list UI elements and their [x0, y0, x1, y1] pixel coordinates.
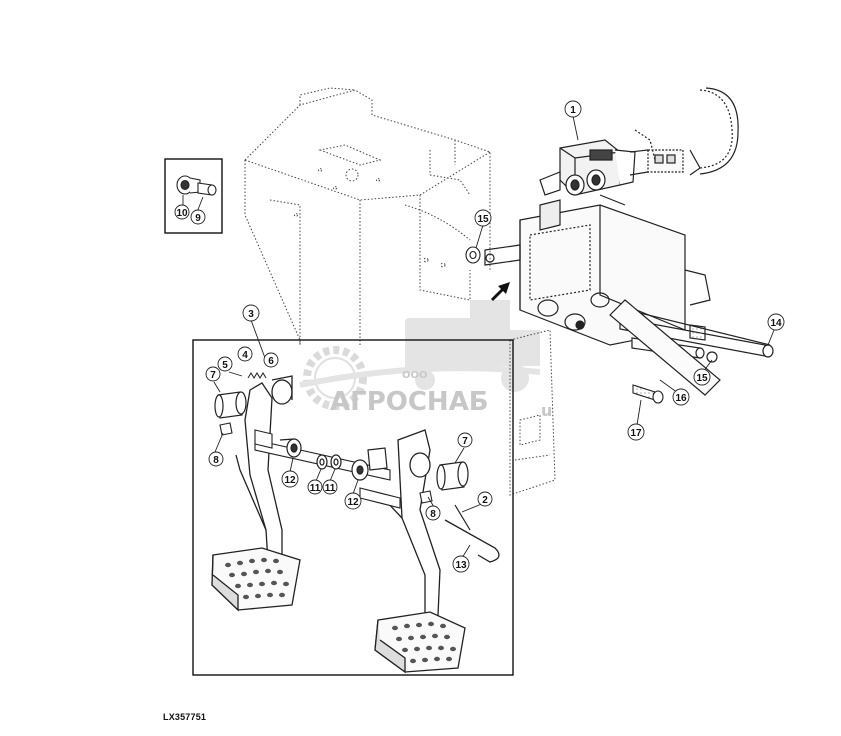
part-9-spacer — [197, 182, 217, 196]
svg-text:10: 10 — [176, 208, 188, 219]
svg-text:9: 9 — [195, 213, 201, 224]
callout-13: 13 — [452, 555, 470, 573]
part-6-spring — [247, 372, 267, 379]
part-2-pin — [454, 504, 471, 531]
figure-id: LX357751 — [163, 712, 207, 722]
agrosnab-watermark: ООО АГРОСНАБ u — [299, 300, 552, 420]
part-12-bushing-left — [279, 438, 302, 458]
direction-arrow-icon — [490, 282, 510, 302]
callout-11-b: 11 — [322, 479, 338, 495]
callout-2: 2 — [477, 491, 493, 507]
callout-9: 9 — [190, 209, 206, 225]
wire-harness — [629, 87, 739, 176]
part-17-bolt — [632, 384, 664, 404]
watermark-name: АГРОСНАБ — [330, 387, 489, 417]
part-11-washer-a — [316, 454, 328, 470]
part-13-clip — [444, 519, 500, 563]
svg-text:12: 12 — [347, 497, 359, 508]
svg-text:11: 11 — [325, 483, 336, 494]
callout-1: 1 — [564, 100, 582, 118]
svg-text:12: 12 — [284, 475, 296, 486]
part-7-bushing-left — [214, 391, 247, 419]
svg-text:13: 13 — [455, 560, 467, 571]
callout-15-right: 15 — [693, 368, 711, 386]
svg-text:11: 11 — [310, 483, 321, 494]
callout-10: 10 — [174, 204, 190, 220]
left-brake-pedal — [211, 375, 301, 612]
callout-6: 6 — [263, 352, 279, 368]
svg-text:3: 3 — [248, 309, 254, 320]
callout-12-left: 12 — [281, 470, 299, 488]
part-12-bushing-right — [351, 447, 388, 481]
svg-text:15: 15 — [696, 373, 708, 384]
callout-14: 14 — [767, 313, 785, 331]
callout-5: 5 — [217, 356, 233, 372]
pedestal-frame — [244, 87, 556, 496]
callout-17: 17 — [627, 423, 645, 441]
part-8-nut-right — [419, 490, 433, 504]
callout-3: 3 — [242, 304, 260, 322]
callout-8-right: 8 — [425, 505, 441, 521]
part-11-washer-b — [330, 454, 342, 470]
callout-12-right: 12 — [344, 492, 362, 510]
watermark-suffix: u — [541, 401, 552, 420]
right-brake-pedal — [374, 429, 466, 674]
callout-7-right: 7 — [457, 432, 473, 448]
callout-11-a: 11 — [307, 479, 323, 495]
svg-text:8: 8 — [430, 509, 436, 520]
watermark-prefix: ООО — [402, 370, 428, 381]
part-16-plate — [609, 299, 721, 396]
svg-text:2: 2 — [482, 495, 488, 506]
svg-text:1: 1 — [570, 105, 576, 116]
svg-text:15: 15 — [477, 214, 489, 225]
svg-text:8: 8 — [213, 455, 219, 466]
callout-8-left: 8 — [208, 451, 224, 467]
callout-7-left: 7 — [205, 366, 221, 382]
part-15-nut — [465, 246, 481, 264]
callout-labels: 1 15 14 15 16 17 3 10 9 5 4 6 7 7 8 8 12… — [174, 100, 785, 573]
svg-text:16: 16 — [675, 393, 687, 404]
svg-text:17: 17 — [630, 428, 642, 439]
callout-4: 4 — [237, 346, 253, 362]
valve-assembly — [484, 199, 711, 346]
callout-15-top: 15 — [474, 209, 492, 227]
svg-text:5: 5 — [222, 360, 228, 371]
svg-text:7: 7 — [210, 370, 216, 381]
part-1-switch — [539, 139, 636, 206]
part-7-bushing-right — [436, 461, 469, 491]
callout-16: 16 — [672, 388, 690, 406]
svg-text:7: 7 — [462, 436, 468, 447]
svg-text:6: 6 — [268, 356, 274, 367]
pedal-detail-box — [192, 339, 514, 676]
part-8-nut-left — [219, 422, 233, 436]
svg-text:4: 4 — [242, 350, 248, 361]
svg-text:14: 14 — [770, 318, 782, 329]
